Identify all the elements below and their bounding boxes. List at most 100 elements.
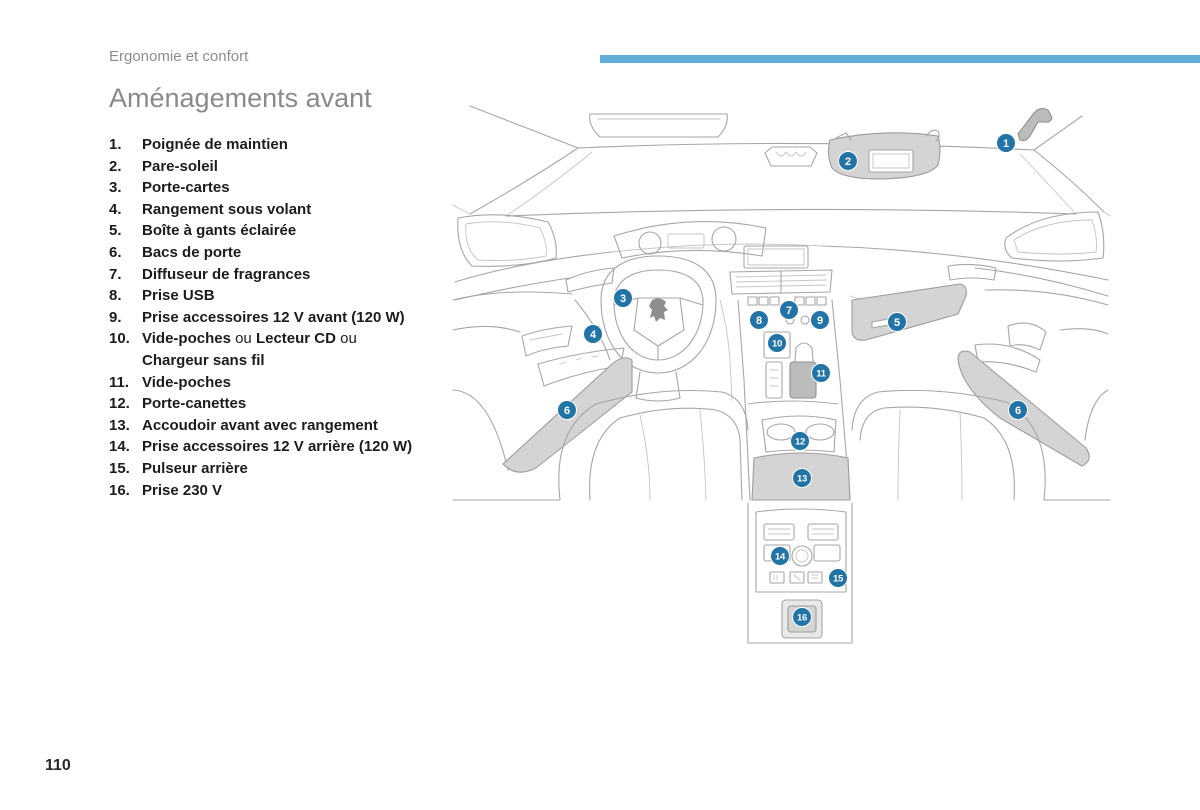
- callout-6-right: 6: [1008, 400, 1028, 420]
- page-number: 110: [45, 757, 71, 774]
- callout-number: 13: [797, 473, 807, 484]
- list-item: 12. Porte-canettes: [109, 393, 439, 415]
- callout-16: 16: [792, 607, 812, 627]
- callout-badge: [811, 363, 831, 383]
- list-item: 6. Bacs de porte: [109, 242, 439, 264]
- callout-7: 7: [779, 300, 799, 320]
- item-label: Prise USB: [142, 287, 215, 305]
- callout-6-left: 6: [557, 400, 577, 420]
- left-side-mirror: [457, 214, 557, 267]
- item-label-conjunction: ou: [235, 330, 252, 348]
- callout-badge: [792, 607, 812, 627]
- callout-badge: [613, 288, 633, 308]
- callout-badge: [887, 312, 907, 332]
- callout-number: 4: [590, 329, 597, 341]
- callout-5: 5: [887, 312, 907, 332]
- list-item: 11. Vide-poches: [109, 372, 439, 394]
- callout-badge: [810, 310, 830, 330]
- callout-badge: [790, 431, 810, 451]
- item-label: Porte-canettes: [142, 395, 247, 413]
- item-label-part: Vide-poches: [142, 330, 231, 348]
- callout-number: 6: [564, 405, 570, 417]
- callout-4: 4: [583, 324, 603, 344]
- list-item: 2. Pare-soleil: [109, 156, 439, 178]
- item-number: 13.: [109, 416, 130, 434]
- item-label: Pare-soleil: [142, 157, 218, 175]
- item-label: Porte-cartes: [142, 179, 230, 197]
- list-item: 16.Prise 230 V: [109, 480, 439, 502]
- list-item: 9. Prise accessoires 12 V avant (120 W): [109, 307, 439, 329]
- callout-number: 15: [833, 573, 844, 584]
- item-label: Accoudoir avant avec rangement: [142, 416, 378, 434]
- callout-3: 3: [613, 288, 633, 308]
- accent-bar: [600, 55, 1200, 63]
- callout-13: 13: [792, 468, 812, 488]
- item-number: 9.: [109, 308, 122, 326]
- steering-column: [635, 371, 681, 402]
- callout-badge: [1008, 400, 1028, 420]
- sun-visor: [827, 129, 941, 180]
- item-label-part: Chargeur sans fil: [142, 351, 265, 369]
- center-screen: [743, 245, 809, 269]
- item-number: 11.: [109, 373, 130, 391]
- rear-view-mirror: [589, 113, 818, 167]
- list-item: 4.Rangement sous volant: [109, 199, 439, 221]
- center-vents: [729, 269, 833, 295]
- item-label: Vide-poches: [142, 373, 231, 391]
- callout-8: 8: [749, 310, 769, 330]
- callout-14: 14: [770, 546, 790, 566]
- callout-number: 14: [775, 551, 786, 562]
- callout-badge: [779, 300, 799, 320]
- right-door: [957, 289, 1109, 467]
- left-seat: [558, 389, 749, 501]
- rear-console-panel: [747, 502, 853, 644]
- item-label: Prise 230 V: [142, 481, 223, 499]
- list-item: 5. Boîte à gants éclairée: [109, 220, 439, 242]
- callout-number: 16: [797, 612, 807, 623]
- glove-box: [851, 283, 967, 341]
- callout-9: 9: [810, 310, 830, 330]
- callout-number: 2: [845, 156, 851, 168]
- item-number: 6.: [109, 243, 122, 261]
- callout-number: 5: [894, 317, 900, 329]
- item-label: Diffuseur de fragrances: [142, 265, 311, 283]
- item-label: Prise accessoires 12 V arrière (120 W): [142, 438, 413, 456]
- item-number: 4.: [109, 200, 122, 218]
- list-item: 7.Diffuseur de fragrances: [109, 264, 439, 286]
- item-number: 5.: [109, 222, 122, 240]
- instrument-cluster: [613, 221, 767, 259]
- callout-badge: [767, 333, 787, 353]
- item-label: Bacs de porte: [142, 243, 242, 261]
- callout-badge: [792, 468, 812, 488]
- callout-number: 10: [772, 338, 782, 349]
- item-number: 2.: [109, 157, 122, 175]
- item-number: 12.: [109, 395, 130, 413]
- toggle-switches: [747, 296, 827, 306]
- callout-2: 2: [838, 151, 858, 171]
- callout-1: 1: [996, 133, 1016, 153]
- center-console: [737, 299, 851, 501]
- callouts: 1 2 3 4 5 6 6 7 8 9 10 11 12 13 14 15 16: [557, 133, 1028, 627]
- callout-badge: [996, 133, 1016, 153]
- page-title: Aménagements avant: [109, 83, 372, 113]
- item-number: 8.: [109, 287, 122, 305]
- callout-number: 1: [1003, 138, 1009, 150]
- list-item: 1.Poignée de maintien: [109, 134, 439, 156]
- section-label: Ergonomie et confort: [109, 48, 249, 65]
- callout-badge: [770, 546, 790, 566]
- item-number: 3.: [109, 179, 122, 197]
- callout-number: 8: [756, 315, 762, 327]
- steering-wheel: [600, 255, 717, 374]
- list-item: 8. Prise USB: [109, 285, 439, 307]
- callout-10: 10: [767, 333, 787, 353]
- callout-badge: [838, 151, 858, 171]
- list-item: 15.Pulseur arrière: [109, 458, 439, 480]
- callout-number: 12: [795, 436, 805, 447]
- callout-12: 12: [790, 431, 810, 451]
- item-label: Prise accessoires 12 V avant (120 W): [142, 308, 405, 326]
- callout-number: 6: [1015, 405, 1021, 417]
- item-label: Boîte à gants éclairée: [142, 222, 297, 240]
- item-label: Pulseur arrière: [142, 459, 248, 477]
- list-item: 14.Prise accessoires 12 V arrière (120 W…: [109, 436, 439, 458]
